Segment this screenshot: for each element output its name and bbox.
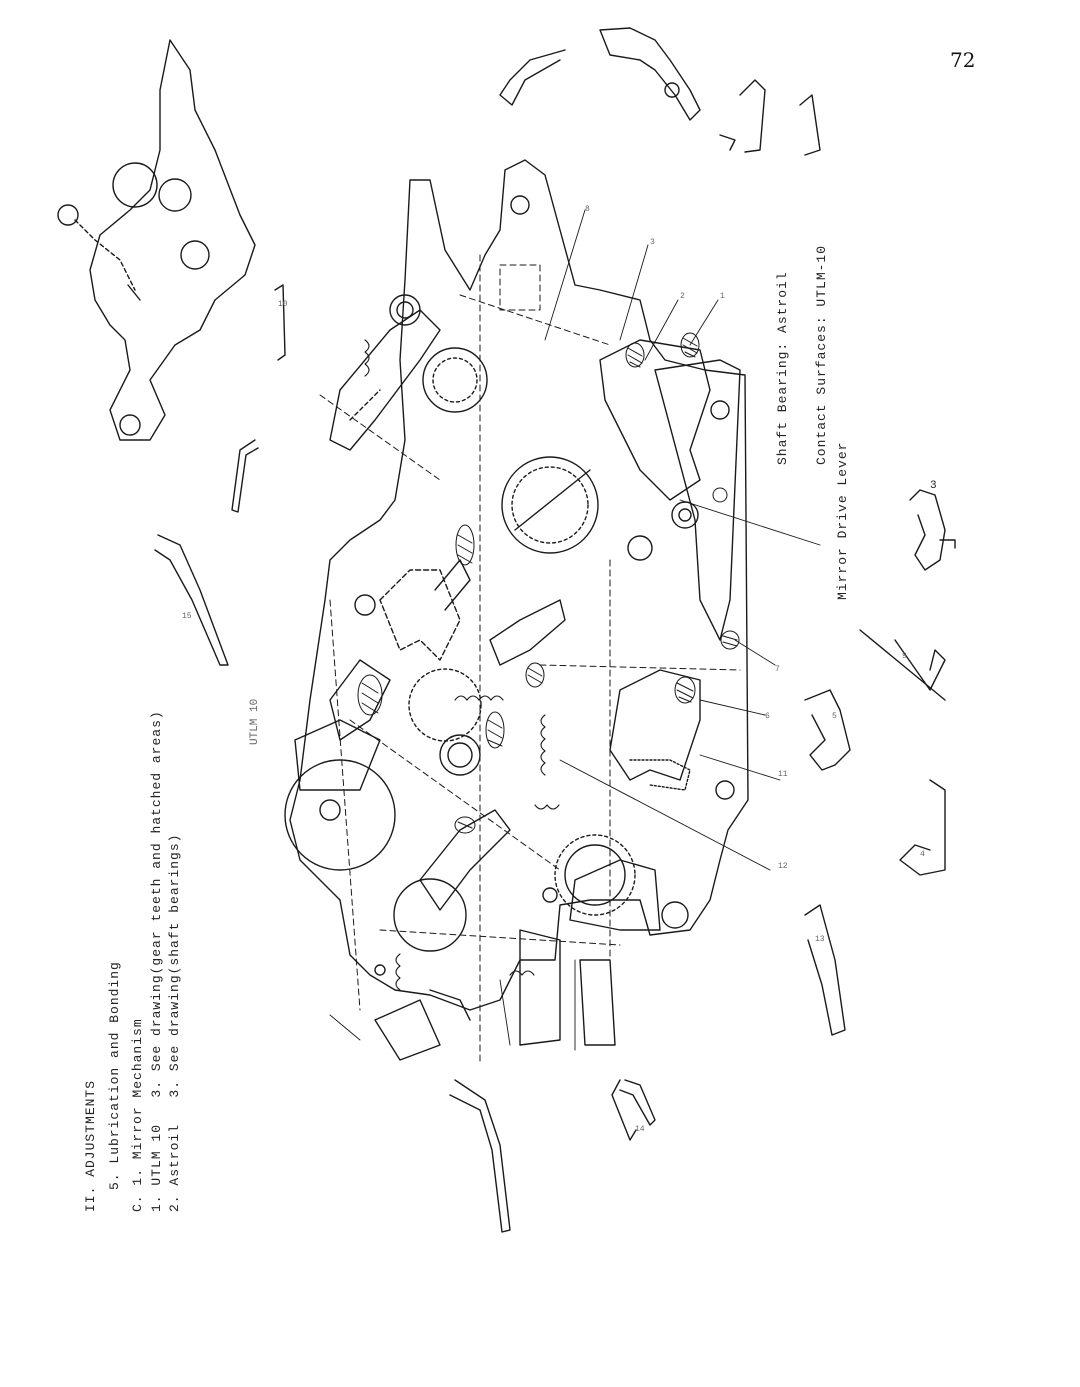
line-utlm: 1. UTLM 10 3. See drawing(gear teeth and… [149,710,164,1212]
line-astroil: 2. Astroil 3. See drawing(shaft bearings… [167,833,182,1212]
callout-9: 9 [902,652,907,661]
gears [284,294,699,952]
callout-6: 6 [765,712,770,721]
hatched-areas [357,332,740,834]
main-mechanism-plate [289,159,749,1011]
callout-2: 2 [680,292,685,301]
callout-7: 7 [775,665,780,674]
callout-12: 12 [778,862,788,871]
right-detail-parts [804,489,956,1036]
dashed-guides [319,254,741,1066]
caption-contact-surfaces: Contact Surfaces: UTLM-10 [814,244,829,465]
section-subheading: 5. Lubrication and Bonding [107,961,122,1190]
small-clips-left [154,284,656,1233]
callout-3b: 3 [930,480,937,492]
callout-11: 11 [778,770,788,779]
callout-13: 13 [815,935,825,944]
page-number: 72 [950,48,976,72]
callout-14: 14 [635,1125,645,1134]
section-heading: II. ADJUSTMENTS [83,1079,98,1212]
drawing-label: UTLM 10 [249,698,261,745]
callout-5: 5 [832,712,837,721]
callout-1: 1 [720,292,725,301]
top-small-parts [499,27,821,156]
caption-mirror-drive-lever: Mirror Drive Lever [835,441,850,600]
callout-8: 8 [585,205,590,214]
callout-4: 4 [920,850,925,859]
callout-3: 3 [650,238,655,247]
springs [364,339,560,991]
leader-lines [329,209,821,1051]
bottom-brackets [429,989,637,1141]
item-c: C. 1. Mirror Mechanism [130,1018,145,1212]
caption-shaft-bearing: Shaft Bearing: Astroil [775,271,790,465]
callout-10: 10 [278,300,288,309]
internal-levers [294,309,741,1061]
upper-left-lever-part [57,39,256,441]
callout-15: 15 [182,612,192,621]
